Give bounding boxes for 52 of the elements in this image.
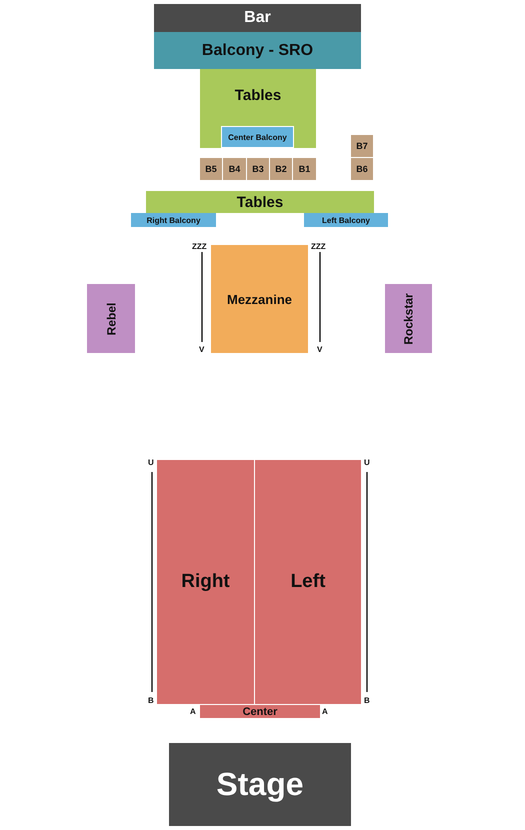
stage [169,743,351,826]
section-label: Center Balcony [228,132,287,142]
box-seat-section [293,158,316,180]
box-seat-section [351,135,373,157]
box-seat-section [247,158,269,180]
row-label: B [364,696,370,705]
row-label: V [317,345,322,354]
balcony-section [131,213,216,227]
side-section [87,284,135,353]
section-label: B3 [252,164,264,174]
row-label: U [364,458,370,467]
box-seat-section [200,158,222,180]
section-label: Balcony - SRO [202,42,314,60]
section-label: Mezzanine [226,292,292,306]
row-label: U [148,458,154,467]
section-label: Bar [244,9,271,27]
box-seat-section [223,158,246,180]
section-label: Right [181,571,230,593]
section-label: B4 [228,164,240,174]
row-label: V [199,345,204,354]
section-label: Left Balcony [322,216,370,224]
section-label: Stage [216,766,304,803]
floor-section [255,460,361,704]
section-label: Rebel [104,302,118,335]
section-label: Tables [236,194,284,210]
side-section [385,284,432,353]
row-label: ZZZ [192,242,207,251]
tables-section [200,69,316,148]
box-seat-section [270,158,292,180]
section-label: B2 [275,164,287,174]
balcony-section [154,32,361,69]
section-label: Right Balcony [146,216,200,224]
section-label: Rockstar [402,292,416,344]
section-label: B7 [356,141,368,151]
tables-section [146,191,374,213]
section-label: B1 [298,164,310,174]
balcony-section [221,126,294,148]
floor-section [157,460,254,704]
row-label: B [148,696,154,705]
section-label: B6 [356,164,368,174]
row-label: A [190,707,196,716]
row-label: A [322,707,328,716]
box-seat-section [351,158,373,180]
section-label: B5 [205,164,217,174]
balcony-section [304,213,388,227]
section-label: Left [290,571,326,593]
floor-section [200,705,320,718]
bar-section [154,4,361,32]
row-label: ZZZ [311,242,326,251]
section-label: Center [242,706,278,718]
mezzanine-section [211,245,308,353]
section-label: Tables [234,87,282,104]
